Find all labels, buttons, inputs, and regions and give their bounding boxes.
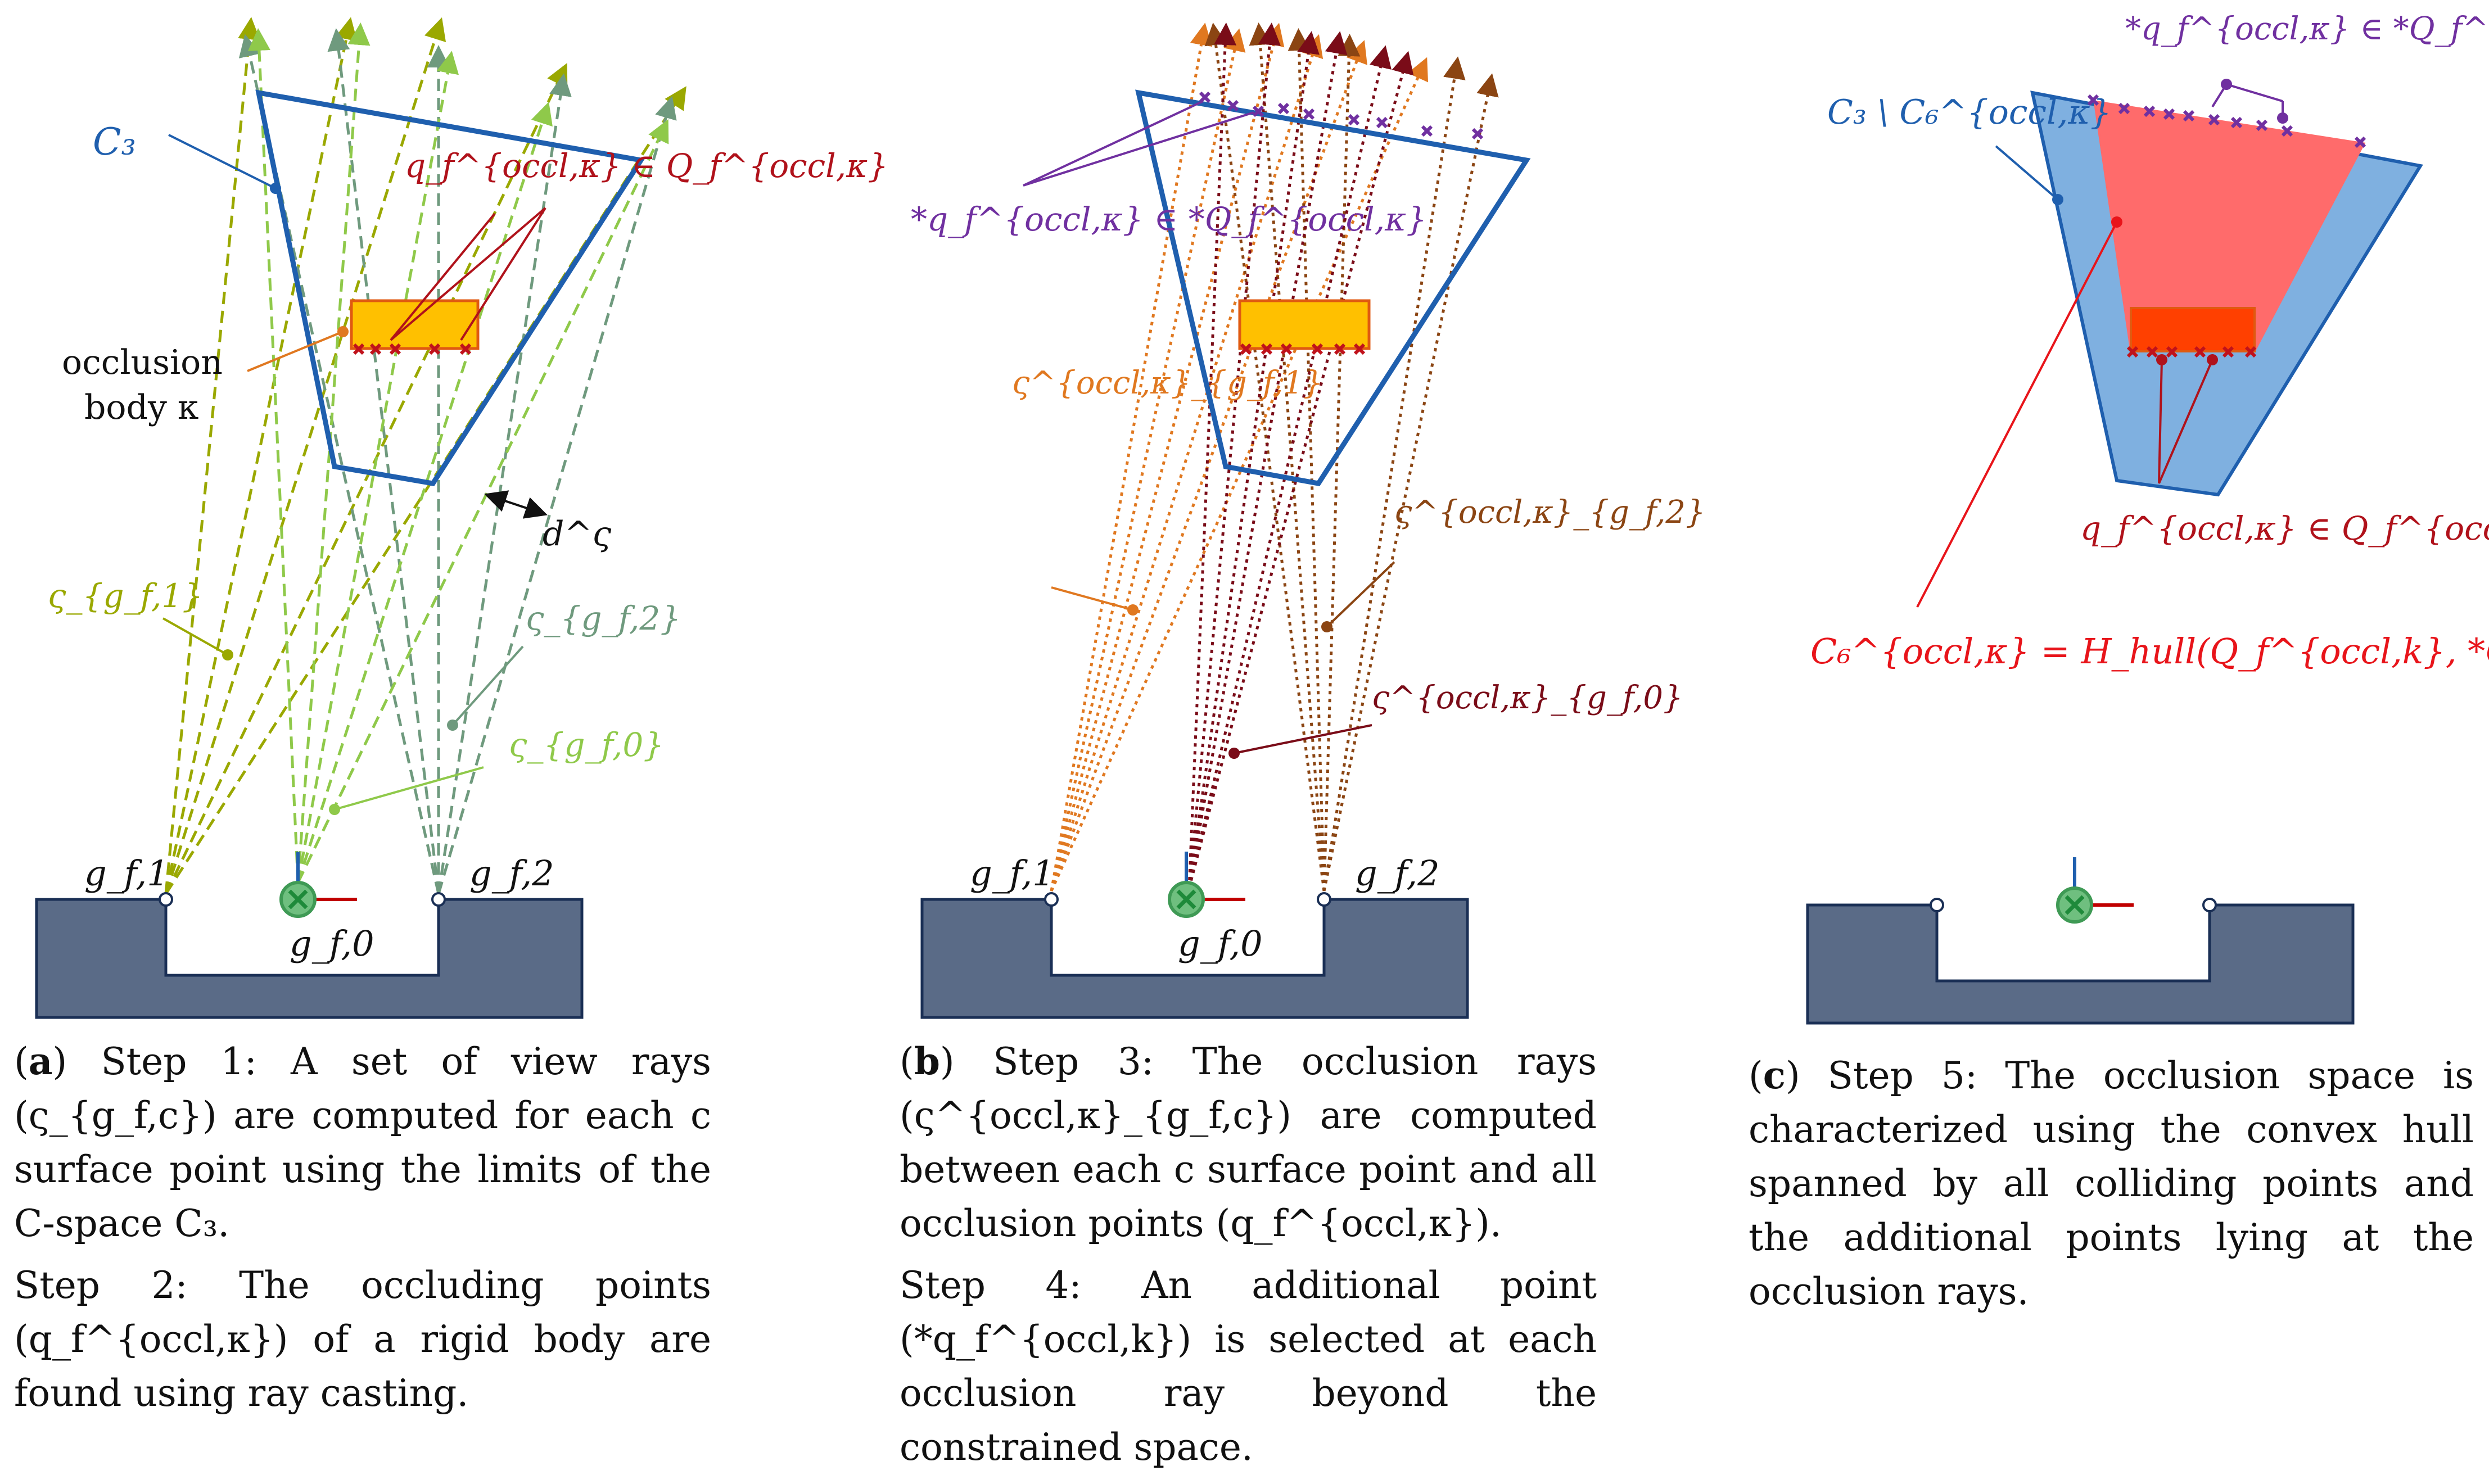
c-space-boundary-b bbox=[1135, 89, 1531, 486]
surface-point-g1-label-a: g_f,1 bbox=[84, 853, 169, 894]
caption-b-step4: Step 4: An additional point (*q_f^{occl,… bbox=[900, 1264, 1597, 1469]
occlusion-body-label-line2: body κ bbox=[84, 388, 198, 427]
surface-point-g1-label-b: g_f,1 bbox=[970, 853, 1055, 894]
panel-a: C₃ q_f^{occl,κ} ∈ Q_f^{occl,κ} occlusion… bbox=[35, 17, 888, 1019]
fixture-c bbox=[1806, 903, 2355, 1025]
c-space-boundary bbox=[255, 89, 645, 486]
leaders-c bbox=[1916, 79, 2288, 608]
caption-a-step2: Step 2: The occluding points (q_f^{occl,… bbox=[14, 1264, 711, 1415]
occluding-points-b bbox=[1240, 343, 1366, 355]
leaders-b bbox=[1023, 100, 1395, 759]
occlusion-body-b bbox=[1238, 299, 1371, 350]
ray-g2-label-b: ς^{occl,κ}_{g_f,2} bbox=[1394, 494, 1706, 531]
surface-point-g2-label-a: g_f,2 bbox=[469, 853, 554, 894]
sensor-frame-a bbox=[279, 852, 357, 918]
caption-a-step1-text: Step 1: A set of view rays (ς_{g_f,c}) a… bbox=[14, 1040, 711, 1245]
surface-point-g2 bbox=[431, 892, 446, 907]
leaders-a bbox=[162, 134, 546, 815]
caption-a: (a) Step 1: A set of view rays (ς_{g_f,c… bbox=[14, 1034, 711, 1428]
caption-a-letter: a bbox=[28, 1039, 53, 1083]
occlusion-body-c bbox=[2130, 307, 2256, 352]
ray-g0-label-b: ς^{occl,κ}_{g_f,0} bbox=[1372, 680, 1683, 716]
surface-point-g2-b bbox=[1317, 892, 1331, 907]
occlusion-body-label-line1: occlusion bbox=[62, 343, 223, 382]
caption-b-letter: b bbox=[914, 1039, 940, 1083]
occlusion-rays-g1 bbox=[1050, 22, 1429, 892]
panel-c: *q_f^{occl,κ} ∈ *Q_f^{occl,κ} C₃ \ C₆^{o… bbox=[1806, 11, 2489, 1025]
ray-distance-label: d^ς bbox=[543, 514, 612, 554]
difference-label-c: C₃ \ C₆^{occl,κ} bbox=[1827, 93, 2112, 132]
hull-label-c: C₆^{occl,κ} = H_hull(Q_f^{occl,k}, *Q_f^… bbox=[1810, 631, 2489, 672]
ray-g0-label-a: ς_{g_f,0} bbox=[509, 726, 664, 764]
occlusion-rays-g2 bbox=[1204, 22, 1499, 892]
caption-c: (c) Step 5: The occlusion space is chara… bbox=[1749, 1048, 2474, 1327]
surface-point-g1 bbox=[159, 892, 173, 907]
occlusion-body bbox=[350, 299, 480, 350]
c-space-label-a: C₃ bbox=[93, 120, 136, 164]
sensor-frame-c bbox=[2056, 857, 2134, 924]
caption-b-step3-text: Step 3: The occlusion rays (ς^{occl,κ}_{… bbox=[900, 1040, 1597, 1245]
sensor-frame-b bbox=[1168, 852, 1245, 918]
occluding-points-label-a: q_f^{occl,κ} ∈ Q_f^{occl,κ} bbox=[405, 147, 888, 185]
surface-point-g1-b bbox=[1044, 892, 1059, 907]
additional-points-label-c: *q_f^{occl,κ} ∈ *Q_f^{occl,κ} bbox=[2125, 11, 2489, 47]
additional-points-label-b: *q_f^{occl,κ} ∈ *Q_f^{occl,κ} bbox=[911, 200, 1427, 238]
caption-b-step3: (b) Step 3: The occlusion rays (ς^{occl,… bbox=[900, 1039, 1597, 1245]
occlusion-rays-g0 bbox=[1187, 22, 1414, 889]
occluding-points-c bbox=[2126, 346, 2257, 358]
occluding-points bbox=[353, 343, 472, 355]
caption-c-step5: (c) Step 5: The occlusion space is chara… bbox=[1749, 1053, 2474, 1313]
surface-point-g2-c bbox=[2202, 898, 2217, 912]
panel-b: *q_f^{occl,κ} ∈ *Q_f^{occl,κ} ς^{occl,κ}… bbox=[911, 22, 1706, 1019]
ray-g2-label-a: ς_{g_f,2} bbox=[526, 599, 681, 637]
caption-a-step1: (a) Step 1: A set of view rays (ς_{g_f,c… bbox=[14, 1039, 711, 1245]
caption-c-step5-text: Step 5: The occlusion space is character… bbox=[1749, 1054, 2474, 1313]
occluding-points-label-c: q_f^{occl,κ} ∈ Q_f^{occl,κ} bbox=[2080, 509, 2489, 548]
surface-point-g2-label-b: g_f,2 bbox=[1355, 853, 1440, 894]
surface-point-g0-label-a: g_f,0 bbox=[290, 923, 374, 964]
caption-b: (b) Step 3: The occlusion rays (ς^{occl,… bbox=[900, 1034, 1597, 1482]
ray-g1-label-b: ς^{occl,κ}_{g_f,1} bbox=[1012, 365, 1323, 401]
caption-c-letter: c bbox=[1763, 1053, 1786, 1097]
ray-distance-arrow bbox=[484, 490, 548, 519]
view-rays-g2 bbox=[238, 28, 677, 894]
view-rays-g0 bbox=[247, 22, 669, 884]
surface-point-g1-c bbox=[1930, 898, 1944, 912]
additional-points-b bbox=[1199, 91, 1484, 140]
surface-point-g0-label-b: g_f,0 bbox=[1178, 923, 1263, 964]
additional-points-c bbox=[2087, 94, 2366, 148]
ray-g1-label-a: ς_{g_f,1} bbox=[48, 577, 203, 615]
